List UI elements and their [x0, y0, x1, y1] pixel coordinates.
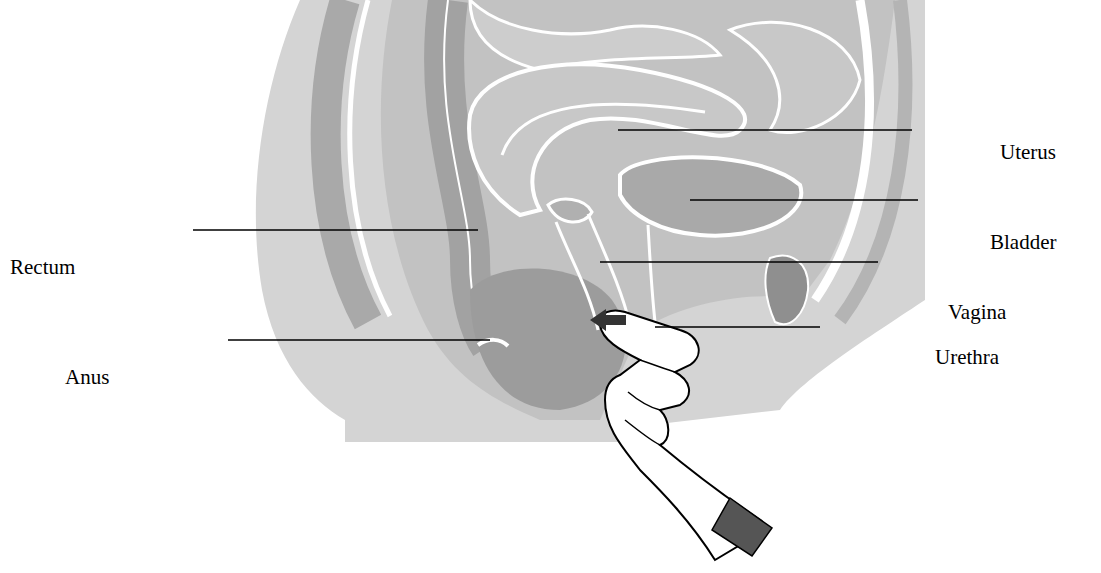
leader-line — [690, 199, 918, 201]
part-label: Bladder — [990, 230, 1056, 254]
perineal-body — [470, 268, 626, 410]
leader-line — [193, 229, 478, 231]
vagina-wall — [556, 222, 598, 330]
part-label: Rectum — [10, 255, 75, 279]
part-label: Vagina — [948, 300, 1006, 324]
anus-opening — [478, 340, 508, 346]
leader-line — [618, 129, 912, 131]
vagina-wall — [588, 214, 630, 325]
part-label: Urethra — [935, 345, 999, 369]
glove-cuff — [712, 498, 772, 556]
leader-line — [655, 326, 820, 328]
pubic-bone — [765, 256, 808, 325]
abdominal-wall-outer — [840, 0, 905, 320]
finger-crease — [640, 360, 675, 372]
finger-crease — [625, 420, 660, 445]
direction-arrow — [590, 309, 626, 331]
body-silhouette — [256, 0, 925, 442]
intestine — [470, 0, 720, 70]
leader-line — [228, 339, 490, 341]
part-label: Anus — [65, 365, 109, 389]
intestine — [730, 22, 860, 132]
sacrum-band — [326, 0, 368, 322]
urethra-channel — [648, 225, 656, 330]
finger-crease — [628, 392, 660, 410]
part-label: Uterus — [1000, 140, 1056, 164]
cervix — [548, 199, 592, 222]
leader-line — [600, 261, 878, 263]
bladder-shape — [620, 157, 801, 235]
